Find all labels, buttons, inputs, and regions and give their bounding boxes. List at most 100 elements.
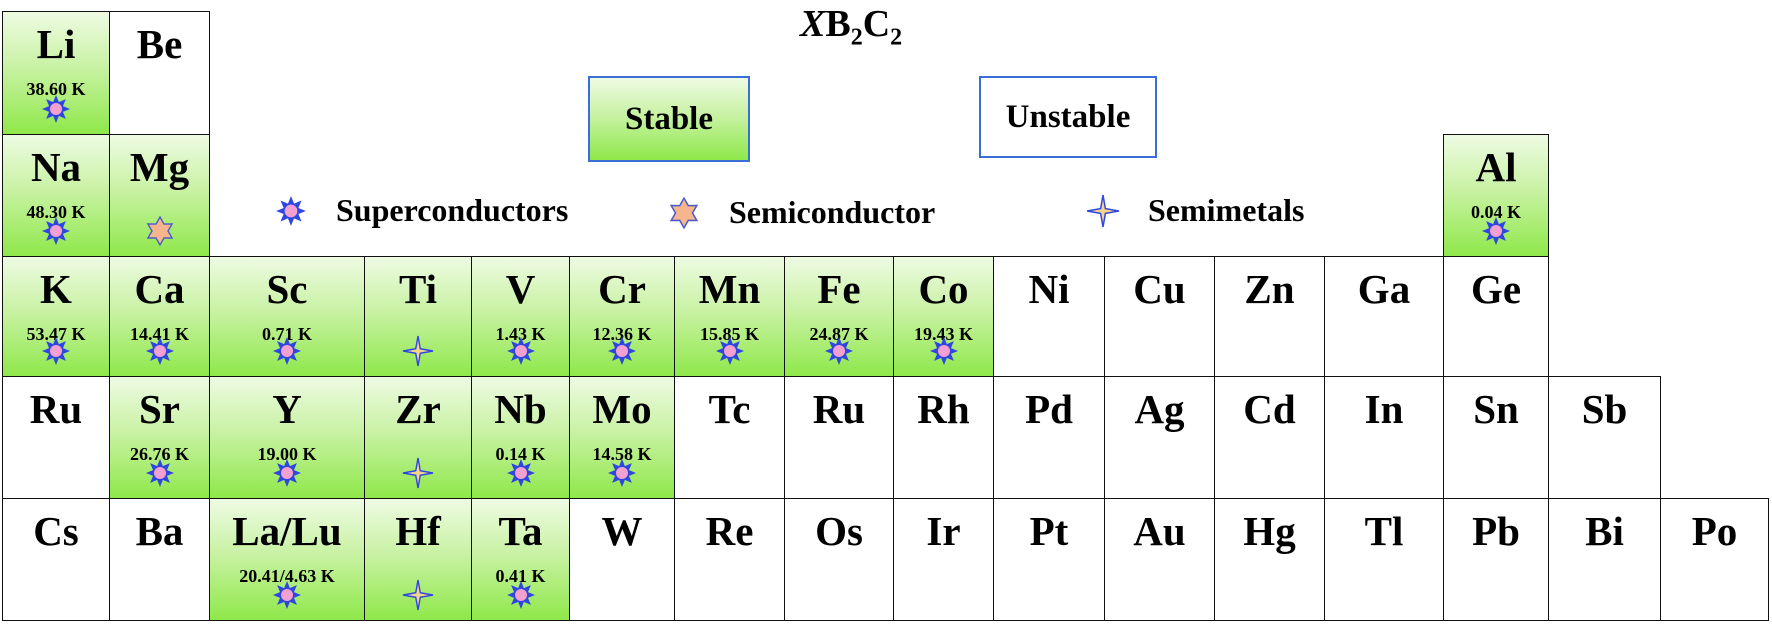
element-symbol: Bi xyxy=(1585,508,1624,554)
element-cell-ge: Ge xyxy=(1443,256,1549,377)
critical-temperature: 12.36 K xyxy=(592,324,652,344)
critical-temperature: 15.85 K xyxy=(699,324,759,344)
semimetal-star-icon xyxy=(402,579,434,611)
superconductor-star-icon xyxy=(42,337,70,365)
title-c-subscript: 2 xyxy=(890,24,903,51)
semimetal-star-icon xyxy=(402,335,434,367)
critical-temperature: 14.58 K xyxy=(592,444,652,464)
element-cell-au: Au xyxy=(1104,498,1215,621)
element-symbol: V xyxy=(505,266,536,312)
legend-stable-box: Stable xyxy=(588,76,750,162)
superconductor-star-icon xyxy=(608,337,636,365)
element-symbol: Sr xyxy=(139,386,180,432)
element-cell-sr: Sr 26.76 K xyxy=(109,376,210,499)
element-cell-tc: Tc xyxy=(674,376,785,499)
element-symbol: Cu xyxy=(1133,266,1186,312)
element-cell-co: Co 19.43 K xyxy=(893,256,994,377)
element-cell-in: In xyxy=(1324,376,1444,499)
element-symbol: Sc xyxy=(266,266,308,312)
element-cell-w: W xyxy=(569,498,675,621)
title-x: X xyxy=(800,3,826,45)
superconductor-star-icon xyxy=(42,217,70,245)
superconductor-star-icon xyxy=(42,95,70,123)
element-symbol: Cr xyxy=(598,266,646,312)
legend-superconductors-label: Superconductors xyxy=(336,192,569,228)
element-symbol: Po xyxy=(1691,508,1738,554)
element-cell-la-lu: La/Lu 20.41/4.63 K xyxy=(209,498,365,621)
element-cell-ta: Ta 0.41 K xyxy=(471,498,570,621)
element-symbol: Pb xyxy=(1472,508,1520,554)
element-cell-pd: Pd xyxy=(993,376,1105,499)
element-symbol: Nb xyxy=(494,386,547,432)
element-symbol: Sb xyxy=(1581,386,1628,432)
element-symbol: Li xyxy=(36,21,76,67)
element-symbol: Sn xyxy=(1473,386,1519,432)
element-cell-mn: Mn 15.85 K xyxy=(674,256,785,377)
element-symbol: Hf xyxy=(395,508,441,554)
element-symbol: Y xyxy=(272,386,302,432)
critical-temperature: 0.41 K xyxy=(495,566,546,586)
element-symbol: Mn xyxy=(698,266,761,312)
element-cell-zr: Zr xyxy=(364,376,472,499)
legend-semiconductor: Semiconductor xyxy=(667,194,935,231)
title-b-subscript: 2 xyxy=(850,24,863,51)
element-symbol: Tl xyxy=(1364,508,1404,554)
element-cell-hg: Hg xyxy=(1214,498,1325,621)
element-cell-cr: Cr 12.36 K xyxy=(569,256,675,377)
element-cell-be: Be xyxy=(109,11,210,135)
element-cell-ga: Ga xyxy=(1324,256,1444,377)
superconductor-star-icon xyxy=(273,581,301,609)
element-symbol: K xyxy=(40,266,72,312)
element-cell-sb: Sb xyxy=(1548,376,1661,499)
superconductor-star-icon xyxy=(608,459,636,487)
element-symbol: Mo xyxy=(592,386,652,432)
element-symbol: Co xyxy=(918,266,969,312)
element-symbol: Ba xyxy=(135,508,184,554)
element-symbol: Ni xyxy=(1028,266,1070,312)
element-symbol: Be xyxy=(136,21,183,67)
critical-temperature: 20.41/4.63 K xyxy=(239,566,335,586)
critical-temperature: 14.41 K xyxy=(129,324,189,344)
element-cell-hf: Hf xyxy=(364,498,472,621)
critical-temperature: 19.43 K xyxy=(913,324,973,344)
element-cell-y: Y 19.00 K xyxy=(209,376,365,499)
superconductor-star-icon xyxy=(273,459,301,487)
figure-title: XB2C2 xyxy=(800,2,902,52)
semiconductor-star-icon xyxy=(669,196,699,229)
element-symbol: Au xyxy=(1133,508,1186,554)
element-symbol: Ta xyxy=(498,508,543,554)
critical-temperature: 26.76 K xyxy=(129,444,189,464)
element-cell-pt: Pt xyxy=(993,498,1105,621)
legend-unstable-box: Unstable xyxy=(979,76,1157,158)
title-c: C xyxy=(862,3,891,45)
title-b: B xyxy=(825,3,851,45)
element-symbol: Pt xyxy=(1029,508,1069,554)
legend-semimetals-label: Semimetals xyxy=(1148,192,1305,228)
superconductor-star-icon xyxy=(145,337,174,365)
element-symbol: Cs xyxy=(33,508,79,554)
superconductor-star-icon xyxy=(145,459,174,487)
element-symbol: La/Lu xyxy=(232,508,342,554)
critical-temperature: 48.30 K xyxy=(26,202,86,222)
element-symbol: Re xyxy=(705,508,754,554)
element-symbol: Rh xyxy=(917,386,970,432)
element-cell-ni: Ni xyxy=(993,256,1105,377)
critical-temperature: 0.04 K xyxy=(1470,202,1521,222)
element-cell-pb: Pb xyxy=(1443,498,1549,621)
superconductor-star-icon xyxy=(929,337,958,365)
element-cell-ba: Ba xyxy=(109,498,210,621)
element-cell-v: V 1.43 K xyxy=(471,256,570,377)
superconductor-star-icon xyxy=(715,337,744,365)
element-symbol: Ti xyxy=(399,266,437,312)
critical-temperature: 19.00 K xyxy=(257,444,317,464)
element-symbol: Pd xyxy=(1025,386,1073,432)
critical-temperature: 1.43 K xyxy=(495,324,546,344)
element-symbol: Fe xyxy=(817,266,861,312)
